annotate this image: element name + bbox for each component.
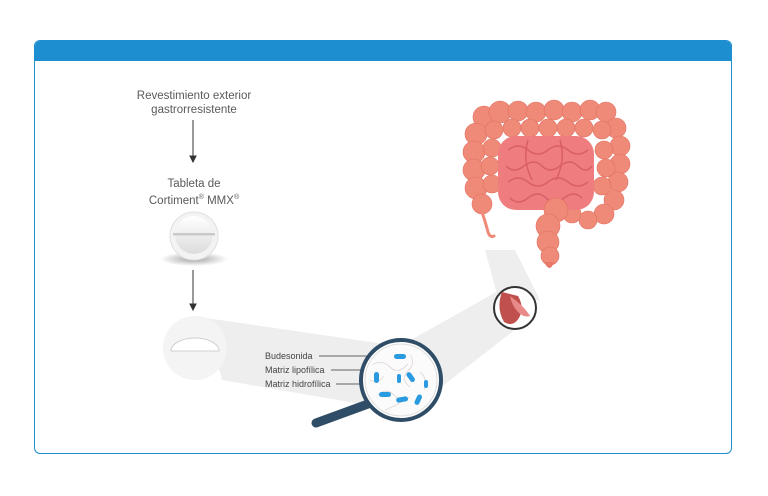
- lipophilic-matrix-label: Matriz lipofílica: [265, 365, 325, 375]
- registered-mark-2: ®: [233, 194, 240, 201]
- tablet-label: Tableta de Cortiment® MMX®: [118, 177, 270, 208]
- whole-tablet: [160, 211, 228, 266]
- zoom-beam-tablet: [206, 318, 398, 408]
- cross-section-tablet: [163, 316, 227, 380]
- tablet-label-line2: Cortiment® MMX®: [118, 191, 270, 208]
- tablet-mmx: MMX: [203, 194, 234, 207]
- intestine-illustration: [462, 99, 631, 268]
- budesonide-label: Budesonida: [265, 351, 313, 361]
- hydrophilic-matrix-label: Matriz hidrofílica: [265, 379, 331, 389]
- coating-label-line1: Revestimiento exterior: [136, 90, 252, 102]
- budesonide-granules: [374, 354, 428, 405]
- registered-mark: ®: [198, 194, 204, 201]
- coating-label: Revestimiento exterior gastrorresistente: [118, 89, 270, 117]
- coating-label-line2: gastrorresistente: [151, 104, 237, 116]
- tablet-brand: Cortiment: [148, 194, 199, 207]
- magnifier: [311, 338, 443, 428]
- tablet-label-line1: Tableta de: [167, 178, 221, 190]
- arrow-tablet-to-cross-section: [189, 270, 197, 312]
- colon-detail: [493, 286, 537, 330]
- arrow-coating-to-tablet: [189, 120, 197, 164]
- card-header-bar: [35, 41, 731, 61]
